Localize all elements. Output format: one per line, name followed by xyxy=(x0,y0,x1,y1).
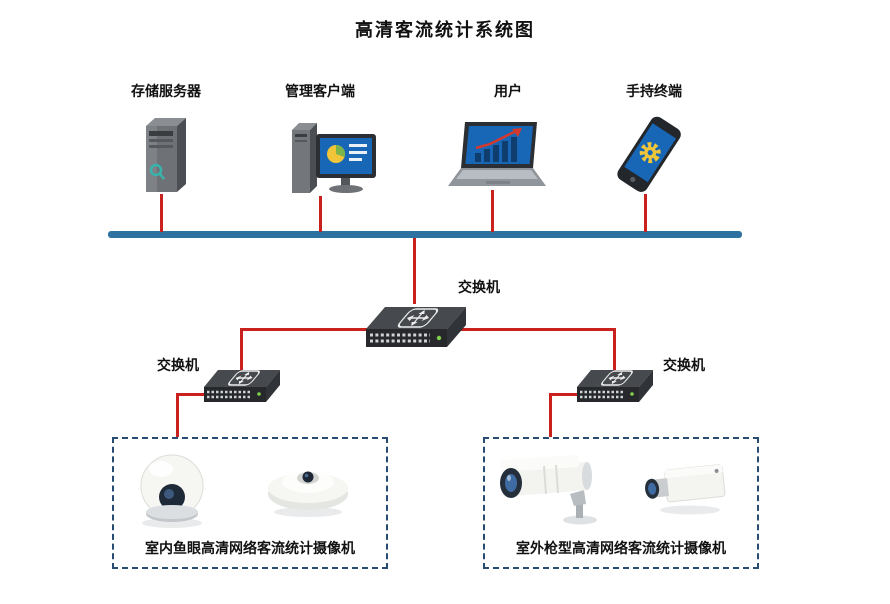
right-switch-label: 交换机 xyxy=(663,359,705,374)
desktop-computer-icon xyxy=(286,120,378,203)
connection-line xyxy=(644,194,647,232)
connection-line xyxy=(176,393,179,437)
connection-line xyxy=(319,196,322,232)
connection-line xyxy=(176,393,207,396)
storage-server-label: 存储服务器 xyxy=(131,85,201,100)
connection-line xyxy=(613,328,616,372)
connection-line xyxy=(459,328,616,331)
outdoor-camera-group-label: 室外枪型高清网络客流统计摄像机 xyxy=(516,542,726,557)
smartphone-icon xyxy=(610,112,686,205)
diagram-title: 高清客流统计系统图 xyxy=(355,20,535,40)
core-network-switch-icon xyxy=(366,302,466,359)
laptop-icon xyxy=(448,122,548,199)
box-camera-icon xyxy=(638,452,738,521)
handheld-terminal-label: 手持终端 xyxy=(626,85,682,100)
connection-line xyxy=(160,194,163,232)
dome-camera-icon xyxy=(126,448,218,535)
connection-line xyxy=(240,328,370,331)
management-client-label: 管理客户端 xyxy=(285,85,355,100)
left-network-switch-icon xyxy=(204,366,280,411)
outdoor-camera-group-box: 室外枪型高清网络客流统计摄像机 xyxy=(483,437,759,569)
connection-line xyxy=(491,190,494,232)
indoor-camera-group-label: 室内鱼眼高清网络客流统计摄像机 xyxy=(145,542,355,557)
indoor-camera-group-box: 室内鱼眼高清网络客流统计摄像机 xyxy=(112,437,388,569)
network-bus xyxy=(108,231,742,238)
fisheye-camera-icon xyxy=(260,458,356,525)
connection-line xyxy=(549,393,580,396)
connection-line xyxy=(549,393,552,437)
right-network-switch-icon xyxy=(577,366,653,411)
connection-line xyxy=(240,328,243,372)
connection-line xyxy=(413,238,416,304)
bullet-camera-icon xyxy=(486,444,604,531)
left-switch-label: 交换机 xyxy=(157,359,199,374)
tower-server-icon xyxy=(141,118,187,201)
core-switch-label: 交换机 xyxy=(458,281,500,296)
user-label: 用户 xyxy=(494,85,522,100)
